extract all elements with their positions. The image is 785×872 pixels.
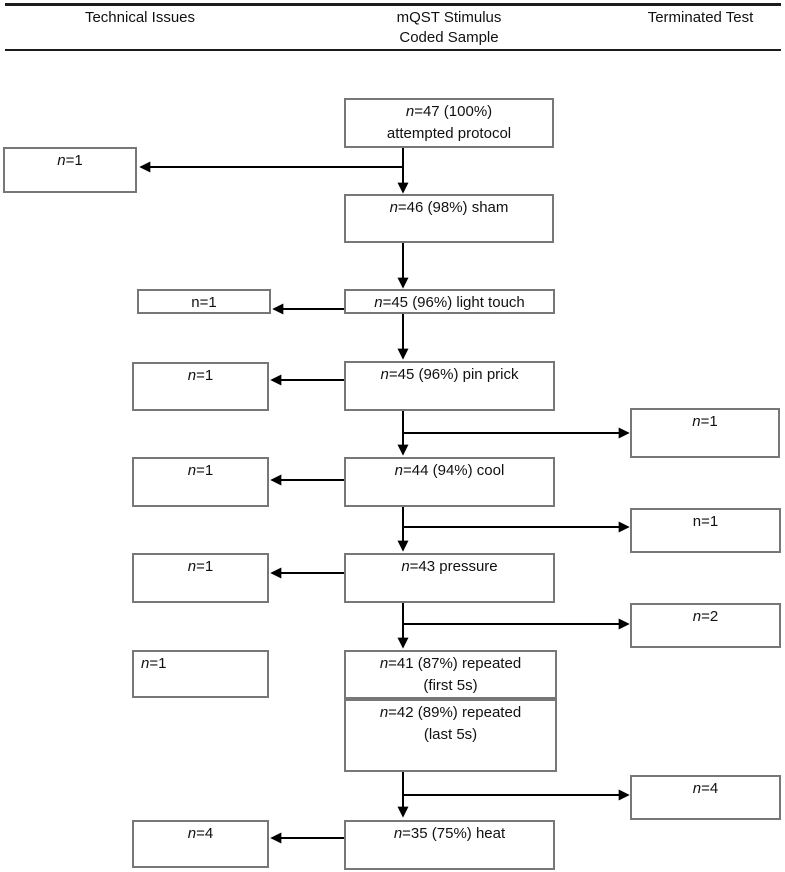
box-line: (first 5s) [423,677,478,694]
box-line: attempted protocol [386,125,512,142]
box-line: n=1 [187,367,214,384]
box-line: n=47 (100%) [405,103,493,120]
technical-repeated-box: n=1 [132,650,269,698]
box-line: n=1 [57,152,83,169]
box-line: n=1 [692,413,718,430]
light-touch-box: n=45 (96%) light touch [344,289,555,314]
box-line: n=4 [187,825,214,842]
sham-box: n=46 (98%) sham [344,194,554,243]
box-line: (last 5s) [423,726,478,743]
box-line: n=1 [187,462,214,479]
technical-heat-box: n=4 [132,820,269,868]
column-title-line2: Coded Sample [399,29,499,46]
header-top-rule [5,3,781,6]
technical-pressure-box: n=1 [132,553,269,603]
box-line: n=2 [692,608,719,625]
column-title-terminated-test: Terminated Test [647,9,754,26]
technical-pin-prick-box: n=1 [132,362,269,411]
box-line: n=4 [692,780,719,797]
attempted-protocol-box: n=47 (100%) attempted protocol [344,98,554,148]
column-title-technical-issues: Technical Issues [84,9,196,26]
pin-prick-box: n=45 (96%) pin prick [344,361,555,411]
cool-box: n=44 (94%) cool [344,457,555,507]
technical-sham-box: n=1 [3,147,137,193]
box-line: n=46 (98%) sham [389,199,509,216]
terminated-pin-prick-box: n=1 [630,408,780,458]
terminated-cool-box: n=1 [630,508,781,553]
pressure-box: n=43 pressure [344,553,555,603]
box-line: n=45 (96%) light touch [374,294,525,311]
technical-cool-box: n=1 [132,457,269,507]
box-line: n=1 [191,294,217,311]
column-title-mqst-stimulus: mQST Stimulus Coded Sample [349,8,549,48]
terminated-pressure-box: n=2 [630,603,781,648]
column-title-line1: mQST Stimulus [396,9,502,26]
box-line: n=41 (87%) repeated [379,655,522,672]
repeated-first-box: n=41 (87%) repeated (first 5s) [344,650,557,699]
heat-box: n=35 (75%) heat [344,820,555,870]
box-line: n=42 (89%) repeated [379,704,522,721]
header-bottom-rule [5,49,781,51]
box-line: n=1 [187,558,214,575]
technical-light-touch-box: n=1 [137,289,271,314]
repeated-last-box: n=42 (89%) repeated (last 5s) [344,699,557,772]
box-line: n=44 (94%) cool [394,462,505,479]
box-line: n=43 pressure [401,558,498,575]
box-line: n=1 [692,513,719,530]
terminated-repeated-box: n=4 [630,775,781,820]
box-line: n=45 (96%) pin prick [380,366,519,383]
box-line: n=35 (75%) heat [393,825,506,842]
box-line: n=1 [141,655,167,672]
